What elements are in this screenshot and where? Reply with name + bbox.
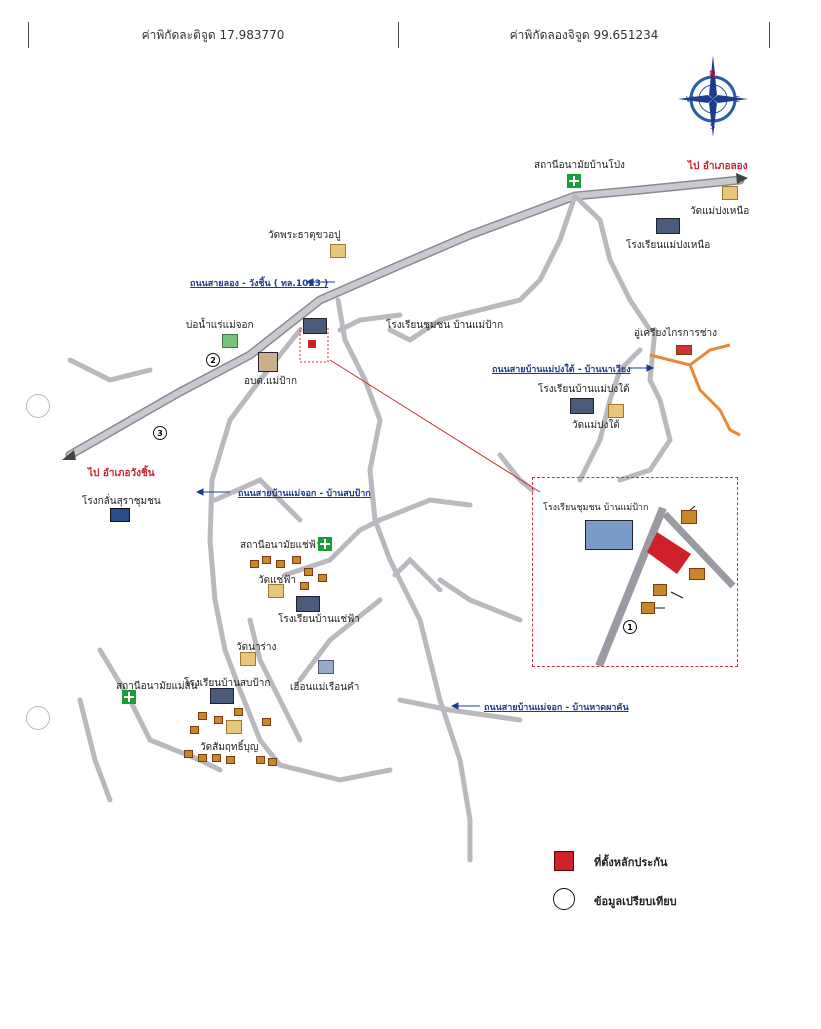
- orange-road: [649, 343, 741, 437]
- temple-icon: [722, 186, 738, 200]
- temple-icon: [226, 720, 242, 734]
- spring-icon: [222, 334, 238, 348]
- compass-icon: N S E W: [678, 55, 748, 137]
- compass-e: E: [735, 95, 740, 104]
- binder-hole: [26, 394, 50, 418]
- collateral-small: [308, 340, 316, 348]
- comparison-marker-1: 1: [623, 620, 637, 634]
- school-icon: [656, 218, 680, 234]
- health-station-icon: [318, 537, 332, 551]
- school-icon: [296, 596, 320, 612]
- label-school-maepong-nuea: โรงเรียนแม่ปงเหนือ: [626, 240, 711, 251]
- road-label-maepong-nawiang: ถนนสายบ้านแม่ปงใต้ - บ้านนาเวียง: [492, 365, 631, 375]
- direction-to-mae-long: ไป อำเภอลอง: [688, 161, 748, 172]
- house-icon: [653, 584, 667, 596]
- binder-hole: [26, 706, 50, 730]
- house-icon: [212, 754, 221, 762]
- label-school-chumchon-maeprak: โรงเรียนชุมชน บ้านแม่ป้าก: [386, 320, 504, 331]
- label-sao-maeprak: อบต.แม่ป้าก: [244, 376, 298, 387]
- house-icon: [250, 560, 259, 568]
- temple-icon: [330, 244, 346, 258]
- school-icon: [585, 520, 633, 550]
- compass-n: N: [709, 70, 716, 80]
- highway-arrow-east: [736, 173, 748, 184]
- road-south: [335, 297, 473, 863]
- divider: [398, 22, 399, 48]
- legend-collateral-label: ที่ตั้งหลักประกัน: [594, 856, 668, 869]
- collateral-parcel: [647, 532, 691, 574]
- house-icon: [198, 712, 207, 720]
- legend-collateral-swatch: [554, 851, 574, 871]
- house-icon: [292, 556, 301, 564]
- house-icon: [256, 756, 265, 764]
- inset-detail-map: โรงเรียนชุมชน บ้านแม่ป้าก 1: [532, 477, 738, 667]
- office-icon: [258, 352, 278, 372]
- label-homestay: เฮือนแม่เรือนคำ: [290, 682, 360, 693]
- house-icon: [681, 510, 697, 524]
- temple-icon: [240, 652, 256, 666]
- pointer-line: [329, 359, 541, 493]
- house-icon: [262, 556, 271, 564]
- school-icon: [303, 318, 327, 334]
- house-icon: [318, 574, 327, 582]
- label-school-maepong-tai: โรงเรียนบ้านแม่ปงใต้: [538, 384, 630, 395]
- comparison-marker-3: 3: [153, 426, 167, 440]
- house-icon: [214, 716, 223, 724]
- highway-arrow-west: [62, 450, 76, 460]
- divider: [769, 22, 770, 48]
- label-wat-phrathat: วัดพระธาตุขวอปู: [268, 230, 341, 241]
- coordinate-bar: ค่าพิกัดละติจูด 17.983770 ค่าพิกัดลองจิจ…: [28, 22, 770, 48]
- house-icon: [641, 602, 655, 614]
- house-icon: [276, 560, 285, 568]
- label-wat-somrit: วัดสัมฤทธิ์บุญ: [200, 742, 259, 753]
- label-garage: อู่เครียงไกรการช่าง: [634, 328, 718, 339]
- label-wat-maepong-tai: วัดแม่ปงใต้: [572, 420, 620, 431]
- temple-icon: [268, 584, 284, 598]
- road-label-maechok-sopprak: ถนนสายบ้านแม่จอก - บ้านสบป้าก: [238, 489, 371, 499]
- health-station-icon: [567, 174, 581, 188]
- building-icon: [110, 508, 130, 522]
- label-health-banpong: สถานีอนามัยบ้านโป่ง: [534, 160, 625, 171]
- longitude-label: ค่าพิกัดลองจิจูด 99.651234: [509, 27, 659, 42]
- label-health-maesin: สถานีอนามัยแม่สิน: [116, 681, 198, 692]
- legend-comparison-swatch: [553, 888, 575, 910]
- comparison-marker-2: 2: [206, 353, 220, 367]
- direction-to-wang-chin: ไป อำเภอวังชิ้น: [88, 468, 155, 479]
- house-icon: [234, 708, 243, 716]
- house-icon: [300, 582, 309, 590]
- divider: [28, 22, 29, 48]
- label-community-kitchen: โรงกลั่นสุราชุมชน: [82, 496, 161, 507]
- label-mae-chok-spring: บ่อน้ำแร่แม่จอก: [186, 320, 254, 331]
- house-icon: [184, 750, 193, 758]
- house-icon: [190, 726, 199, 734]
- road-label-maechok-hathaikhan: ถนนสายบ้านแม่จอก - บ้านหาดผาคัน: [484, 703, 629, 713]
- label-health-chaefa: สถานีอนามัยแช่ฟ้า: [240, 540, 322, 551]
- label-wat-chaefa: วัดแช่ฟ้า: [258, 575, 297, 586]
- house-icon: [268, 758, 277, 766]
- health-station-icon: [122, 690, 136, 704]
- compass-w: W: [686, 95, 694, 104]
- temple-icon: [608, 404, 624, 418]
- legend-comparison-label: ข้อมูลเปรียบเทียบ: [594, 895, 677, 908]
- road-label-long-wangchin: ถนนสายลอง - วังชิ้น ( ทล.1023 ): [190, 279, 329, 289]
- house-icon: [198, 754, 207, 762]
- inset-roads: [595, 505, 736, 666]
- homestay-icon: [318, 660, 334, 674]
- compass-s: S: [710, 122, 715, 131]
- house-icon: [304, 568, 313, 576]
- house-icon: [226, 756, 235, 764]
- latitude-label: ค่าพิกัดละติจูด 17.983770: [141, 27, 285, 42]
- label-school-chaefa: โรงเรียนบ้านแช่ฟ้า: [278, 614, 360, 625]
- label-inset-school: โรงเรียนชุมชน บ้านแม่ป้าก: [543, 503, 649, 513]
- school-icon: [210, 688, 234, 704]
- house-icon: [262, 718, 271, 726]
- label-school-sopprak: โรงเรียนบ้านสบป้าก: [184, 678, 271, 689]
- house-icon: [689, 568, 705, 580]
- label-wat-na-sang: วัดนาร่าง: [236, 642, 277, 653]
- garage-icon: [676, 345, 692, 355]
- school-icon: [570, 398, 594, 414]
- label-wat-maepong-nuea: วัดแม่ปงเหนือ: [690, 206, 750, 217]
